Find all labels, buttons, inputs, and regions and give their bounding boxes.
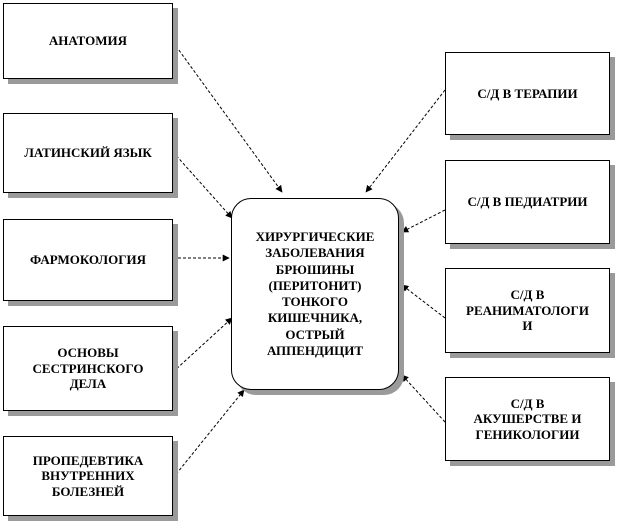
- arrow-pediatrics: [401, 209, 446, 233]
- central-topic: ХИРУРГИЧЕСКИЕ ЗАБОЛЕВАНИЯ БРЮШИНЫ (ПЕРИТ…: [231, 198, 399, 390]
- box-therapy: С/Д В ТЕРАПИИ: [445, 52, 610, 135]
- box-latin: ЛАТИНСКИЙ ЯЗЫК: [3, 113, 173, 193]
- arrow-reanimation: [401, 284, 446, 319]
- box-reanimation: С/Д В РЕАНИМАТОЛОГИ И: [445, 268, 610, 353]
- box-obstetrics: С/Д В АКУШЕРСТВЕ И ГЕНИКОЛОГИИ: [445, 377, 610, 461]
- arrow-obstetrics: [401, 374, 446, 423]
- arrow-latin: [172, 151, 233, 219]
- box-pediatrics: С/Д В ПЕДИАТРИИ: [445, 160, 610, 244]
- arrow-anatomy: [172, 41, 283, 193]
- arrow-nursing-basics: [172, 317, 233, 373]
- box-nursing-basics: ОСНОВЫ СЕСТРИНСКОГО ДЕЛА: [3, 326, 173, 411]
- box-propaedeutics: ПРОПЕДЕВТИКА ВНУТРЕННИХ БОЛЕЗНЕЙ: [3, 436, 173, 516]
- arrow-therapy: [365, 89, 446, 193]
- arrow-propaedeutics: [172, 389, 245, 479]
- box-anatomy: АНАТОМИЯ: [3, 3, 173, 79]
- box-pharmacology: ФАРМОКОЛОГИЯ: [3, 219, 173, 301]
